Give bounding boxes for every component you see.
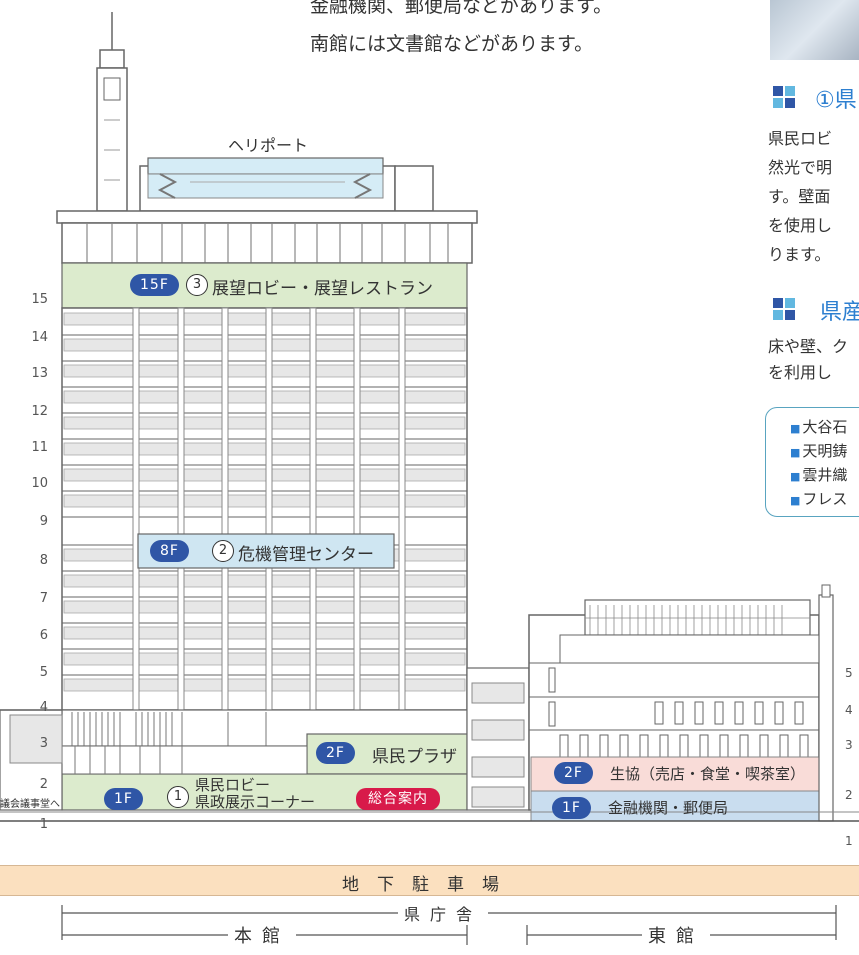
- intro-line-1: 金融機関、郵便局などがあります。: [310, 0, 613, 17]
- right-heading-2: 県産: [820, 300, 859, 325]
- floor-number-9: 9: [39, 514, 48, 529]
- badge-2f-east: 2F: [554, 762, 593, 784]
- floor-number-10: 10: [31, 476, 48, 491]
- intro-line-2: 南館には文書館などがあります。: [310, 33, 594, 55]
- floor-number-8: 8: [39, 553, 48, 568]
- floor-number-14: 14: [31, 330, 48, 345]
- marker-3: 3: [186, 274, 208, 296]
- label-prefecture-plaza: 県民プラザ: [372, 747, 457, 767]
- label-prefectural-office: 県庁舎: [398, 901, 489, 925]
- label-observation-lobby: 展望ロビー・展望レストラン: [212, 279, 433, 299]
- label-coop: 生協（売店・食堂・喫茶室）: [610, 765, 806, 783]
- assembly-hall-note: 議会議事堂へ: [0, 799, 60, 810]
- floor-number-4: 4: [39, 700, 48, 715]
- floor-number-13: 13: [31, 366, 48, 381]
- right-para2-line1: 床や壁、ク: [768, 337, 849, 356]
- east-floor-number-3: 3: [845, 738, 853, 752]
- floor-number-11: 11: [31, 440, 48, 455]
- badge-1f-main: 1F: [104, 788, 143, 810]
- badge-2f-main: 2F: [316, 742, 355, 764]
- label-bank-post: 金融機関・郵便局: [608, 799, 729, 817]
- right-para1-line4: を使用し: [768, 216, 833, 235]
- right-para1-line3: す。壁面: [768, 187, 831, 206]
- right-para1-line2: 然光で明: [768, 158, 833, 177]
- floor-number-5: 5: [39, 665, 48, 680]
- right-heading-1: ①県: [815, 88, 857, 113]
- badge-15f: 15F: [130, 274, 179, 296]
- floor-number-6: 6: [39, 628, 48, 643]
- floor-15-band: [61, 262, 468, 309]
- east-floor-number-2: 2: [845, 788, 853, 802]
- label-exhibit-corner: 県政展示コーナー: [195, 793, 316, 811]
- heliport-label: ヘリポート: [228, 136, 309, 155]
- right-para1-line5: ります。: [768, 245, 831, 264]
- marker-2: 2: [212, 540, 234, 562]
- badge-8f: 8F: [150, 540, 189, 562]
- parking-label: 地下駐車場: [342, 875, 517, 895]
- floor-number-12: 12: [31, 404, 48, 419]
- label-east-building: 東館: [642, 922, 710, 948]
- label-prefecture-lobby: 県民ロビー: [195, 776, 271, 794]
- marker-1: 1: [167, 786, 189, 808]
- materials-item: 大谷石: [790, 416, 847, 437]
- heliport-deck: [147, 157, 384, 175]
- floor-number-7: 7: [39, 591, 48, 606]
- info-desk-badge: 総合案内: [356, 788, 440, 810]
- floor-number-1: 1: [39, 817, 48, 832]
- east-floor-number-5: 5: [845, 666, 853, 680]
- label-crisis-center: 危機管理センター: [238, 545, 374, 565]
- east-floor-number-1: 1: [845, 834, 853, 848]
- floor-number-15: 15: [31, 292, 48, 307]
- underground-parking-band: 地下駐車場: [0, 865, 859, 896]
- badge-1f-east: 1F: [552, 797, 591, 819]
- floor-number-3: 3: [39, 736, 48, 751]
- east-floor-number-4: 4: [845, 703, 853, 717]
- right-para1-line1: 県民ロビ: [768, 129, 833, 148]
- photo-thumbnail: [770, 0, 859, 60]
- materials-item: フレス: [790, 488, 847, 509]
- materials-item: 天明鋳: [790, 440, 847, 461]
- right-para2-line2: を利用し: [768, 363, 833, 382]
- label-main-building: 本館: [228, 922, 296, 948]
- materials-item: 雲井織: [790, 464, 847, 485]
- materials-list-box: 大谷石 天明鋳 雲井織 フレス: [765, 407, 859, 517]
- floor-number-2: 2: [39, 777, 48, 792]
